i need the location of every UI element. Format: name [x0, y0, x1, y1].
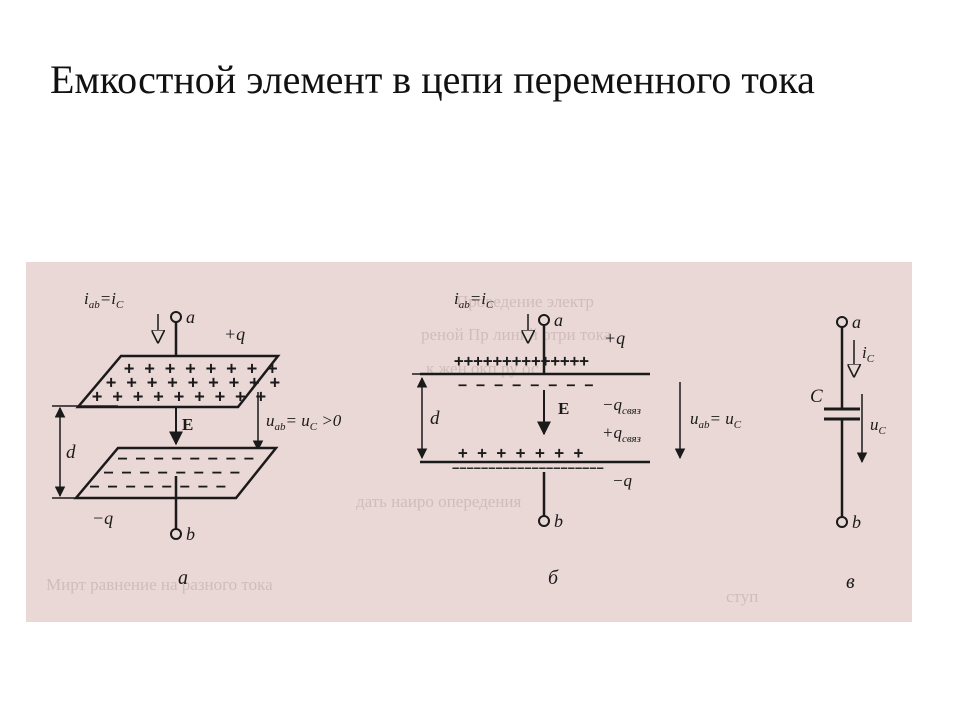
fig-a-current-label: iab=iC [84, 289, 124, 311]
fig-a-node-a-label: a [186, 307, 195, 327]
fig-b-minus-row-bottom: −−−−−−−−−−−−−−−−−−−−− [452, 461, 604, 475]
fig-a-bottom-plate [73, 446, 279, 500]
fig-b-charge-bottom: −q [612, 471, 632, 490]
fig-c-caption: в [846, 571, 855, 593]
fig-b-field-label: E [558, 399, 569, 418]
svg-text:реной Пр линий отри тока: реной Пр линий отри тока [421, 325, 612, 344]
fig-a-field-label: E [182, 415, 193, 434]
fig-a-node-b [170, 528, 182, 540]
fig-b-caption: б [548, 567, 559, 589]
fig-c-node-a [836, 316, 848, 328]
fig-b-minus-row-top: − − − − − − − − [458, 376, 593, 394]
fig-b-charge-top: +q [604, 328, 625, 348]
fig-b-plus-row-top: ++++++++++++++ [454, 351, 589, 370]
fig-a-node-b-label: b [186, 524, 195, 544]
svg-text:ступ: ступ [726, 587, 758, 606]
fig-a-plus-row-1: + + + + + + + + [124, 359, 278, 379]
fig-b-voltage-label: uab= uC [690, 409, 742, 431]
figure-a: iab=iC a +q + + + + + + + + + + + + + + … [52, 289, 342, 589]
fig-a-plus-row-3: + + + + + + + + + [92, 387, 266, 407]
svg-text:Проведение электр: Проведение электр [456, 292, 594, 311]
fig-a-minus-row-3: — — — — — — — — [90, 477, 226, 495]
slide-title: Емкостной элемент в цепи переменного ток… [50, 57, 815, 102]
svg-text:Мирт равнение на разного тока: Мирт равнение на разного тока [46, 575, 273, 594]
fig-a-minus-row-2: — — — — — — — — [104, 463, 240, 481]
fig-a-charge-top: +q [224, 324, 245, 344]
fig-b-bound-pos: +qсвяз [602, 423, 641, 445]
fig-a-plus-row-2: + + + + + + + + + [106, 373, 280, 393]
fig-b-gap-label: d [430, 408, 440, 429]
fig-c-current-label: iC [862, 343, 875, 365]
fig-b-plus-row-bottom: + + + + + + + [458, 443, 584, 462]
fig-b-node-b [538, 515, 550, 527]
figure-b: iab=iC a +q ++++++++++++++ − − − − − − −… [412, 289, 742, 589]
fig-c-voltage-label: uC [870, 415, 887, 437]
fig-a-voltage-label: uab= uC >0 [266, 411, 342, 433]
fig-b-current-label: iab=iC [454, 289, 494, 311]
figure-svg: Проведение электр реной Пр линий отри то… [46, 289, 887, 606]
fig-b-node-a [538, 314, 550, 326]
fig-c-node-b [836, 516, 848, 528]
fig-c-node-a-label: a [852, 312, 861, 332]
fig-a-node-a [170, 311, 182, 323]
fig-a-gap-label: d [66, 442, 76, 463]
capacitor-figure: Проведение электр реной Пр линий отри то… [26, 262, 912, 622]
fig-c-node-b-label: b [852, 512, 861, 532]
fig-b-node-a-label: a [554, 310, 563, 330]
fig-c-capacitor-label: C [810, 386, 823, 407]
svg-text:дать наиро опередения: дать наиро опередения [356, 492, 522, 511]
fig-b-node-b-label: b [554, 511, 563, 531]
fig-a-charge-bottom: −q [92, 508, 113, 528]
figure-c: a iC C uC b в [810, 312, 887, 593]
fig-a-minus-row-1: — — — — — — — — [118, 449, 254, 467]
fig-b-bound-neg: −qсвяз [602, 395, 641, 417]
fig-a-top-plate [75, 354, 281, 409]
fig-a-caption: а [178, 567, 188, 589]
